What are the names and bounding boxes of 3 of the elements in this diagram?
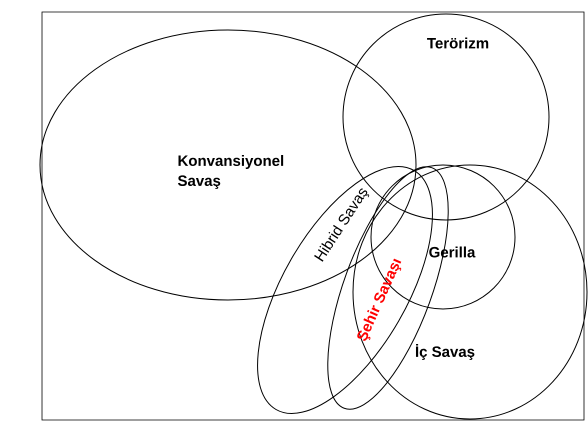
set-label: Terörizm [427,37,488,48]
set-label: İç Savaş [416,344,474,360]
set-label: Konvansiyonel Savaş [178,155,284,189]
